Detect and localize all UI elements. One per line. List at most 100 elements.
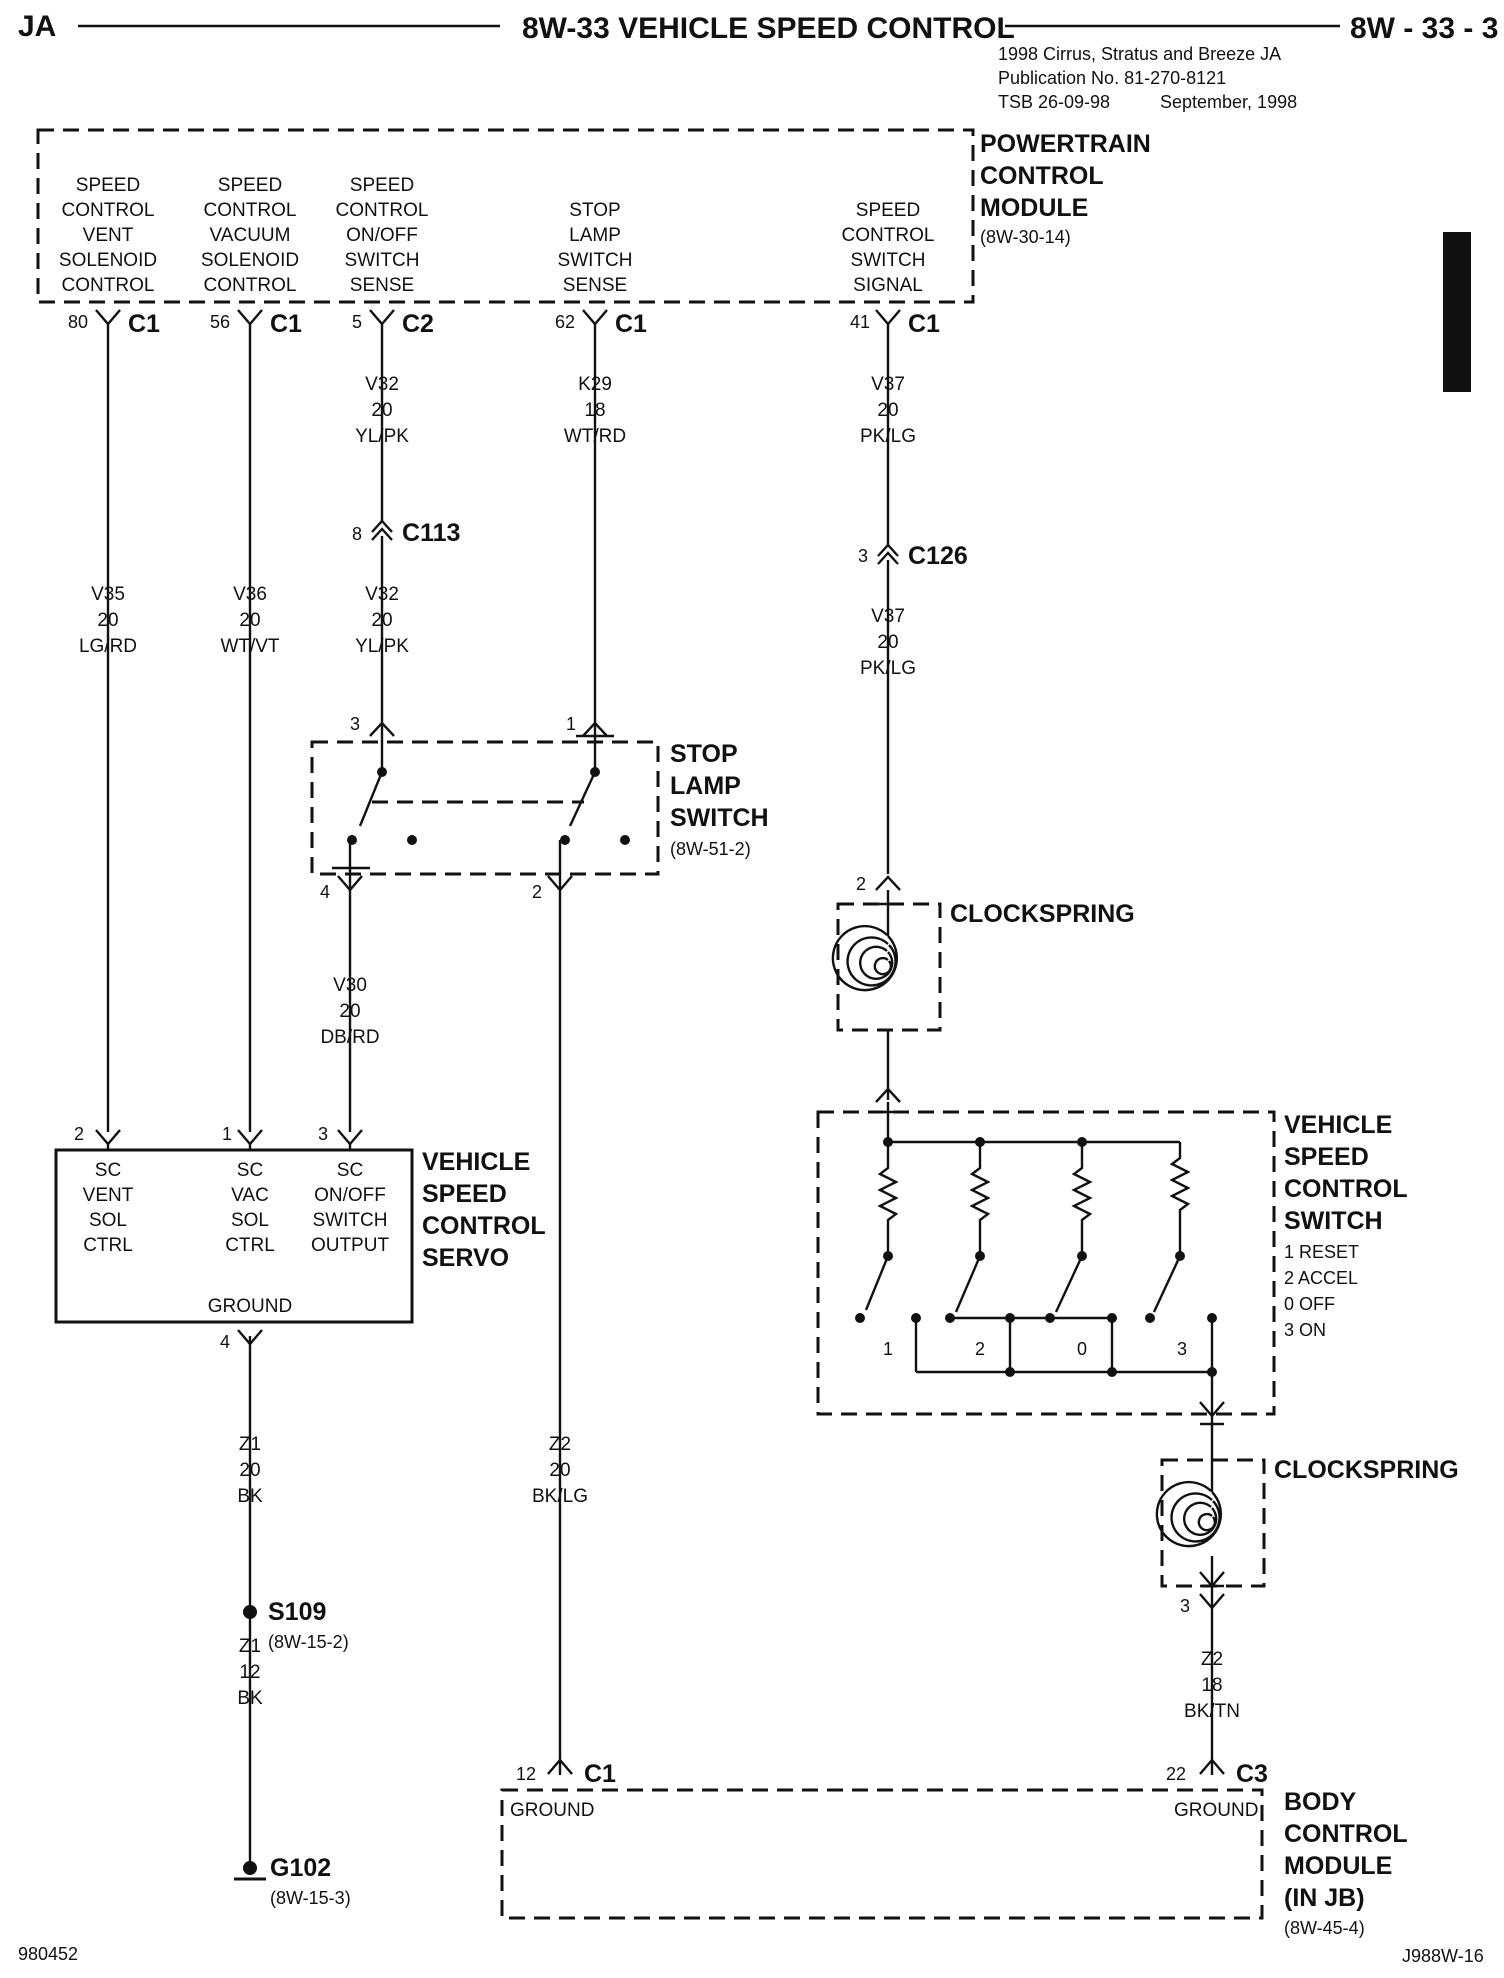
servo-pin3-label: OUTPUT	[311, 1235, 390, 1256]
wire-v32-top-label: 20	[371, 400, 392, 421]
wire-z1-bottom-label: 12	[239, 1662, 260, 1683]
stop-lamp-pin-2: 2	[532, 882, 542, 902]
bcm-name-4: (IN JB)	[1284, 1884, 1365, 1912]
pcm-pin4-label: LAMP	[569, 225, 621, 246]
vehicle-speed-control-switch: VEHICLE SPEED CONTROL SWITCH 1 RESET 2 A…	[816, 1102, 1408, 1426]
wire-k29-label: K29	[578, 374, 612, 395]
vsc-contact-label-2: 2	[975, 1339, 985, 1359]
wire-z1-bottom-label: BK	[237, 1688, 263, 1709]
pub-line-3: TSB 26-09-98	[998, 92, 1110, 112]
pcm-pin5-cavity: 41	[850, 312, 870, 332]
powertrain-control-module: POWERTRAIN CONTROL MODULE (8W-30-14) SPE…	[36, 128, 1151, 338]
bcm-name-1: BODY	[1284, 1788, 1357, 1816]
connector-c113: 8 C113	[352, 519, 460, 547]
pcm-pin1-label: CONTROL	[62, 275, 155, 296]
stop-lamp-pin-1: 1	[566, 714, 576, 734]
wire-v35-label: LG/RD	[79, 636, 137, 657]
bcm-right-cavity: 22	[1166, 1764, 1186, 1784]
wire-v36-label: 20	[239, 610, 260, 631]
wire-v35-label: 20	[97, 610, 118, 631]
pcm-pin1-label: SPEED	[76, 175, 140, 196]
pcm-pin5-label: SPEED	[856, 200, 920, 221]
pub-line-2: Publication No. 81-270-8121	[998, 68, 1226, 88]
splice-ref: (8W-15-2)	[268, 1632, 349, 1652]
servo-pin3-label: SC	[337, 1160, 363, 1181]
bcm-ref: (8W-45-4)	[1284, 1918, 1365, 1938]
clockspring-upper-name: CLOCKSPRING	[950, 900, 1135, 928]
wire-v32-top-label: V32	[365, 374, 399, 395]
stop-lamp-switch-name-1: STOP	[670, 740, 738, 768]
stop-lamp-pin-4: 4	[320, 882, 330, 902]
vsc-switch-name-1: VEHICLE	[1284, 1111, 1392, 1139]
stop-lamp-pin-3: 3	[350, 714, 360, 734]
clockspring-lower-name: CLOCKSPRING	[1274, 1456, 1459, 1484]
pcm-pin1-label: SOLENOID	[59, 250, 157, 271]
pcm-pin2-label: CONTROL	[204, 200, 297, 221]
wire-v37-top-label: PK/LG	[860, 426, 916, 447]
stop-lamp-switch-ref: (8W-51-2)	[670, 839, 751, 859]
pcm-pin3-label: SWITCH	[345, 250, 420, 271]
pcm-pin2-label: SOLENOID	[201, 250, 299, 271]
pub-line-1: 1998 Cirrus, Stratus and Breeze JA	[998, 44, 1281, 64]
wire-v37-bottom-label: 20	[877, 632, 898, 653]
pcm-pin4-label: SENSE	[563, 275, 627, 296]
vsc-switch-pos-off: 0 OFF	[1284, 1294, 1335, 1314]
clockspring-upper-pin: 2	[856, 874, 866, 894]
splice-name: S109	[268, 1598, 326, 1626]
wire-v37-top-label: 20	[877, 400, 898, 421]
vsc-switch-pos-reset: 1 RESET	[1284, 1242, 1359, 1262]
pcm-pin1-cavity: 80	[68, 312, 88, 332]
wire-z1-bottom-label: Z1	[239, 1636, 261, 1657]
wire-z1-top-label: 20	[239, 1460, 260, 1481]
pcm-pin2-cavity: 56	[210, 312, 230, 332]
stop-lamp-switch-name-2: LAMP	[670, 772, 741, 800]
wire-v30-label: 20	[339, 1001, 360, 1022]
servo-pin1-label: CTRL	[225, 1235, 275, 1256]
c126-name: C126	[908, 542, 968, 570]
pcm-pin2-label: CONTROL	[204, 275, 297, 296]
pcm-pin3-label: CONTROL	[336, 200, 429, 221]
ground-point-ref: (8W-15-3)	[270, 1888, 351, 1908]
pcm-name-3: MODULE	[980, 194, 1088, 222]
servo-ground-label: GROUND	[208, 1296, 292, 1317]
connector-c126: 3 C126	[858, 542, 968, 570]
wire-z2-right-label: BK/TN	[1184, 1701, 1240, 1722]
servo-pin-1: 1	[222, 1124, 232, 1144]
wire-z2-right-label: 18	[1201, 1675, 1222, 1696]
pcm-pin3-cavity: 5	[352, 312, 362, 332]
pcm-name-2: CONTROL	[980, 162, 1104, 190]
stop-lamp-switch-name-3: SWITCH	[670, 804, 769, 832]
bcm-left-label: GROUND	[510, 1800, 594, 1821]
servo-pin3-label: ON/OFF	[314, 1185, 386, 1206]
wire-v36-label: WT/VT	[220, 636, 279, 657]
body-control-module: 12 C1 GROUND 22 C3 GROUND BODY CONTROL M…	[500, 1758, 1408, 1938]
servo-pin3-label: SWITCH	[313, 1210, 388, 1231]
pcm-pin2-connector: C1	[270, 310, 302, 338]
servo-pin2-label: SC	[95, 1160, 121, 1181]
pcm-pin3-label: SPEED	[350, 175, 414, 196]
wire-z2-left-label: BK/LG	[532, 1486, 588, 1507]
wire-z2-left-label: Z2	[549, 1434, 571, 1455]
servo-pin1-label: VAC	[231, 1185, 269, 1206]
vsc-switch-pos-on: 3 ON	[1284, 1320, 1326, 1340]
wire-v30-label: DB/RD	[320, 1027, 379, 1048]
vehicle-speed-control-servo: 2 1 3 SC VENT SOL CTRL SC VAC SOL CTRL S…	[54, 1124, 546, 1352]
servo-name-3: CONTROL	[422, 1212, 546, 1240]
bcm-name-3: MODULE	[1284, 1852, 1392, 1880]
pcm-pin2-label: SPEED	[218, 175, 282, 196]
c126-pin: 3	[858, 546, 868, 566]
ground-g102: G102 (8W-15-3)	[234, 1854, 351, 1908]
wire-v37-bottom-label: PK/LG	[860, 658, 916, 679]
pcm-pin3-label: SENSE	[350, 275, 414, 296]
page-number: 8W - 33 - 3	[1350, 12, 1498, 45]
servo-pin-3: 3	[318, 1124, 328, 1144]
pcm-pin4-label: SWITCH	[558, 250, 633, 271]
pcm-pin2-label: VACUUM	[210, 225, 291, 246]
pcm-name-1: POWERTRAIN	[980, 130, 1151, 158]
wire-z1-top-label: Z1	[239, 1434, 261, 1455]
stop-lamp-switch: STOP LAMP SWITCH (8W-51-2) 3 1 4 2	[310, 714, 769, 902]
vsc-contact-label-0: 0	[1077, 1339, 1087, 1359]
servo-pin1-label: SOL	[231, 1210, 269, 1231]
pcm-pin4-cavity: 62	[555, 312, 575, 332]
